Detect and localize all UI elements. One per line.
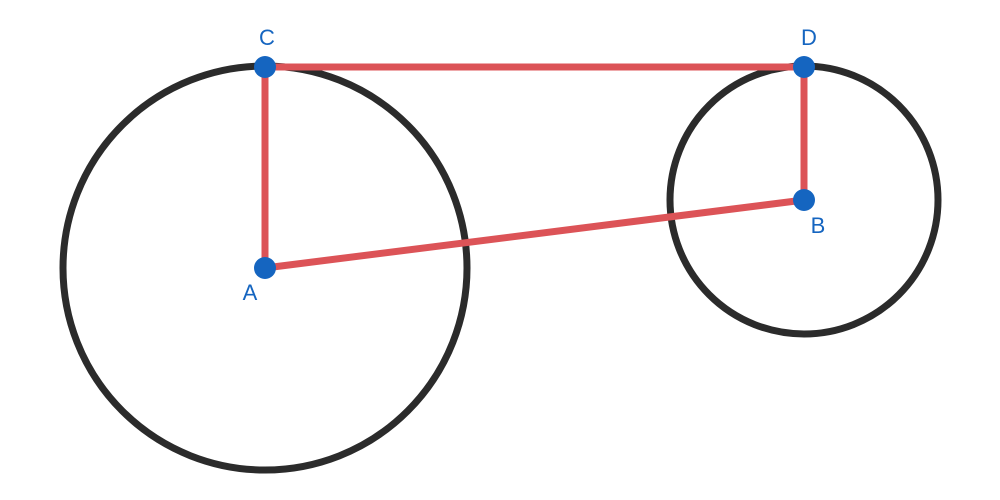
label-c: C: [259, 25, 275, 50]
label-d: D: [801, 25, 817, 50]
segment-ab: [261, 196, 808, 272]
point-a: [254, 257, 276, 279]
point-c: [254, 56, 276, 78]
label-b: B: [811, 213, 826, 238]
point-d: [793, 56, 815, 78]
point-b: [793, 189, 815, 211]
label-a: A: [243, 280, 258, 305]
